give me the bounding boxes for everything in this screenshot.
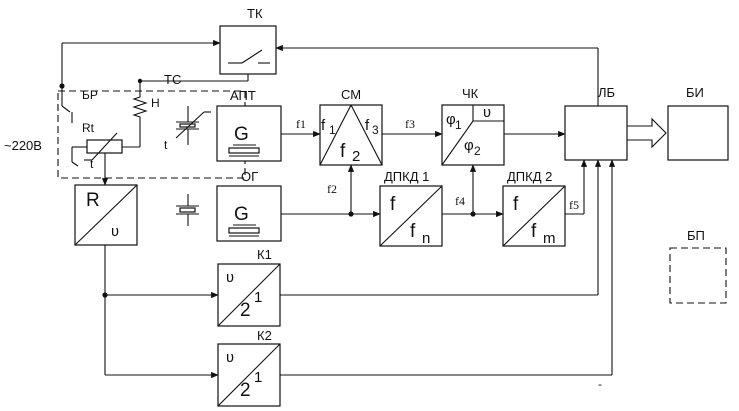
lb-block: ЛБ [564, 85, 628, 161]
k1-one: 1 [254, 289, 262, 306]
svg-text:2: 2 [474, 144, 481, 158]
sm-f2: f [340, 141, 346, 162]
heater-label: Н [151, 96, 160, 110]
dpkd1-label: ДПКД 1 [384, 169, 429, 184]
ts-region [57, 90, 246, 179]
signal-f1: f1 [296, 117, 306, 131]
chk-label: ЧК [462, 86, 479, 101]
rt-label: Rt [82, 121, 95, 135]
dpkd1-f-bottom: f [410, 221, 416, 242]
apt-t: t [164, 138, 168, 152]
bi-label: БИ [686, 85, 704, 100]
svg-text:2: 2 [352, 148, 360, 165]
dpkd2-m: m [543, 230, 556, 247]
k2-two: 2 [240, 380, 251, 401]
br-label: БР [82, 88, 98, 102]
sm-block: СМ f 1 f 3 f 2 [319, 87, 383, 166]
ts-label: ТС [164, 72, 181, 87]
chk-phi2: φ [464, 137, 474, 154]
sm-f3: f [365, 117, 370, 134]
chk-block: ЧК φ 1 φ 2 ʋ [441, 86, 505, 166]
svg-text:1: 1 [329, 123, 336, 137]
svg-text:1: 1 [455, 118, 462, 132]
og-block: ОГ G [216, 169, 282, 242]
dpkd1-f-top: f [390, 194, 396, 215]
tk-label: ТК [247, 6, 263, 21]
chk-upsilon: ʋ [483, 104, 491, 121]
og-g: G [234, 204, 249, 225]
svg-text:3: 3 [372, 123, 379, 137]
k1-block: К1 ʋ 2 1 [217, 247, 281, 327]
og-crystal [176, 194, 199, 226]
signal-f5: f5 [569, 198, 579, 212]
k2-one: 1 [254, 369, 262, 386]
bi-block: БИ [667, 85, 729, 161]
stray-mark: - [598, 377, 602, 391]
dpkd2-f-top: f [513, 194, 519, 215]
k1-label: К1 [257, 247, 272, 262]
r-block: R ʋ [74, 184, 138, 246]
supply-label: ~220В [4, 138, 42, 153]
signal-f4: f4 [455, 194, 465, 208]
heater-coil: Н [132, 90, 160, 124]
bp-label: БП [687, 228, 705, 243]
k2-label: К2 [257, 328, 272, 343]
dpkd2-f-bottom: f [531, 221, 537, 242]
sm-f1: f [321, 117, 326, 134]
thermistor-t: t [90, 157, 94, 171]
bp-block: БП [669, 228, 727, 304]
thermistor-rt: Rt t [82, 121, 123, 171]
k1-upsilon: ʋ [226, 269, 234, 286]
dpkd2-label: ДПКД 2 [507, 169, 552, 184]
apt-crystal: t [164, 106, 211, 152]
lb-label: ЛБ [598, 85, 615, 100]
bus-arrow [627, 117, 667, 149]
apt-block: АПТ G [216, 88, 282, 162]
k1-two: 2 [240, 300, 251, 321]
dpkd2-block: ДПКД 2 f f m [502, 169, 566, 247]
dpkd1-block: ДПКД 1 f f n [379, 169, 443, 247]
tk-block: ТК [219, 6, 277, 75]
r-upsilon: ʋ [111, 223, 119, 240]
apt-label: АПТ [230, 88, 256, 103]
apt-g: G [234, 124, 249, 145]
dpkd1-n: n [422, 230, 430, 247]
og-label: ОГ [241, 169, 258, 184]
k2-block: К2 ʋ 2 1 [217, 328, 281, 407]
k2-upsilon: ʋ [226, 349, 234, 366]
signal-f2: f2 [327, 182, 337, 196]
connections [59, 39, 616, 379]
chk-phi1: φ [446, 111, 456, 128]
signal-f3: f3 [405, 117, 415, 131]
r-label: R [86, 190, 100, 211]
sm-label: СМ [341, 87, 361, 102]
